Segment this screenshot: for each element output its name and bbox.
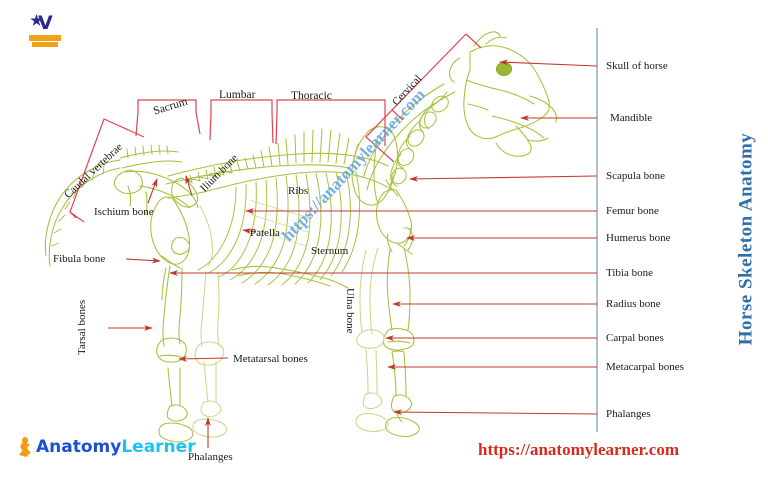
label-fibula: Fibula bone <box>53 253 106 265</box>
logo-bar-bottom <box>32 42 58 47</box>
page-title-text: Horse Skeleton Anatomy <box>735 132 757 345</box>
label-metatarsal: Metatarsal bones <box>233 353 308 365</box>
label-femur: Femur bone <box>606 205 659 217</box>
label-lumbar: Lumbar <box>219 89 256 101</box>
logo-bar-top <box>29 35 61 41</box>
label-patella: Patella <box>250 227 280 239</box>
label-thoracic: Thoracic <box>291 90 332 102</box>
website-url: https://anatomylearner.com <box>478 440 679 459</box>
label-humerus: Humerus bone <box>606 232 671 244</box>
page-title: Horse Skeleton Anatomy <box>726 0 766 477</box>
brand-word-learner: Learner <box>121 437 196 457</box>
corner-logo-letter: V <box>38 12 53 34</box>
label-carpal: Carpal bones <box>606 332 664 344</box>
label-mandible: Mandible <box>610 112 653 124</box>
label-tarsal: Tarsal bones <box>76 299 88 355</box>
label-tibia: Tibia bone <box>606 267 653 279</box>
label-metacarpal: Metacarpal bones <box>606 361 684 373</box>
label-phalanges-hind: Phalanges <box>188 451 233 463</box>
star-icon <box>30 14 43 26</box>
label-phalanges-fore: Phalanges <box>606 408 651 420</box>
corner-watermark-logo: V <box>28 8 64 52</box>
label-scapula: Scapula bone <box>606 170 665 182</box>
runner-icon <box>18 437 34 457</box>
label-ischium: Ischium bone <box>94 206 154 218</box>
label-sternum: Sternum <box>311 245 349 257</box>
label-ulna: Ulna bone <box>344 288 356 334</box>
label-ribs: Ribs <box>288 185 309 197</box>
label-skull: Skull of horse <box>606 60 668 72</box>
brand-word-anatomy: Anatomy <box>36 437 122 457</box>
anatomylearner-logo: Anatomy Learner <box>18 437 196 457</box>
label-radius: Radius bone <box>606 298 661 310</box>
